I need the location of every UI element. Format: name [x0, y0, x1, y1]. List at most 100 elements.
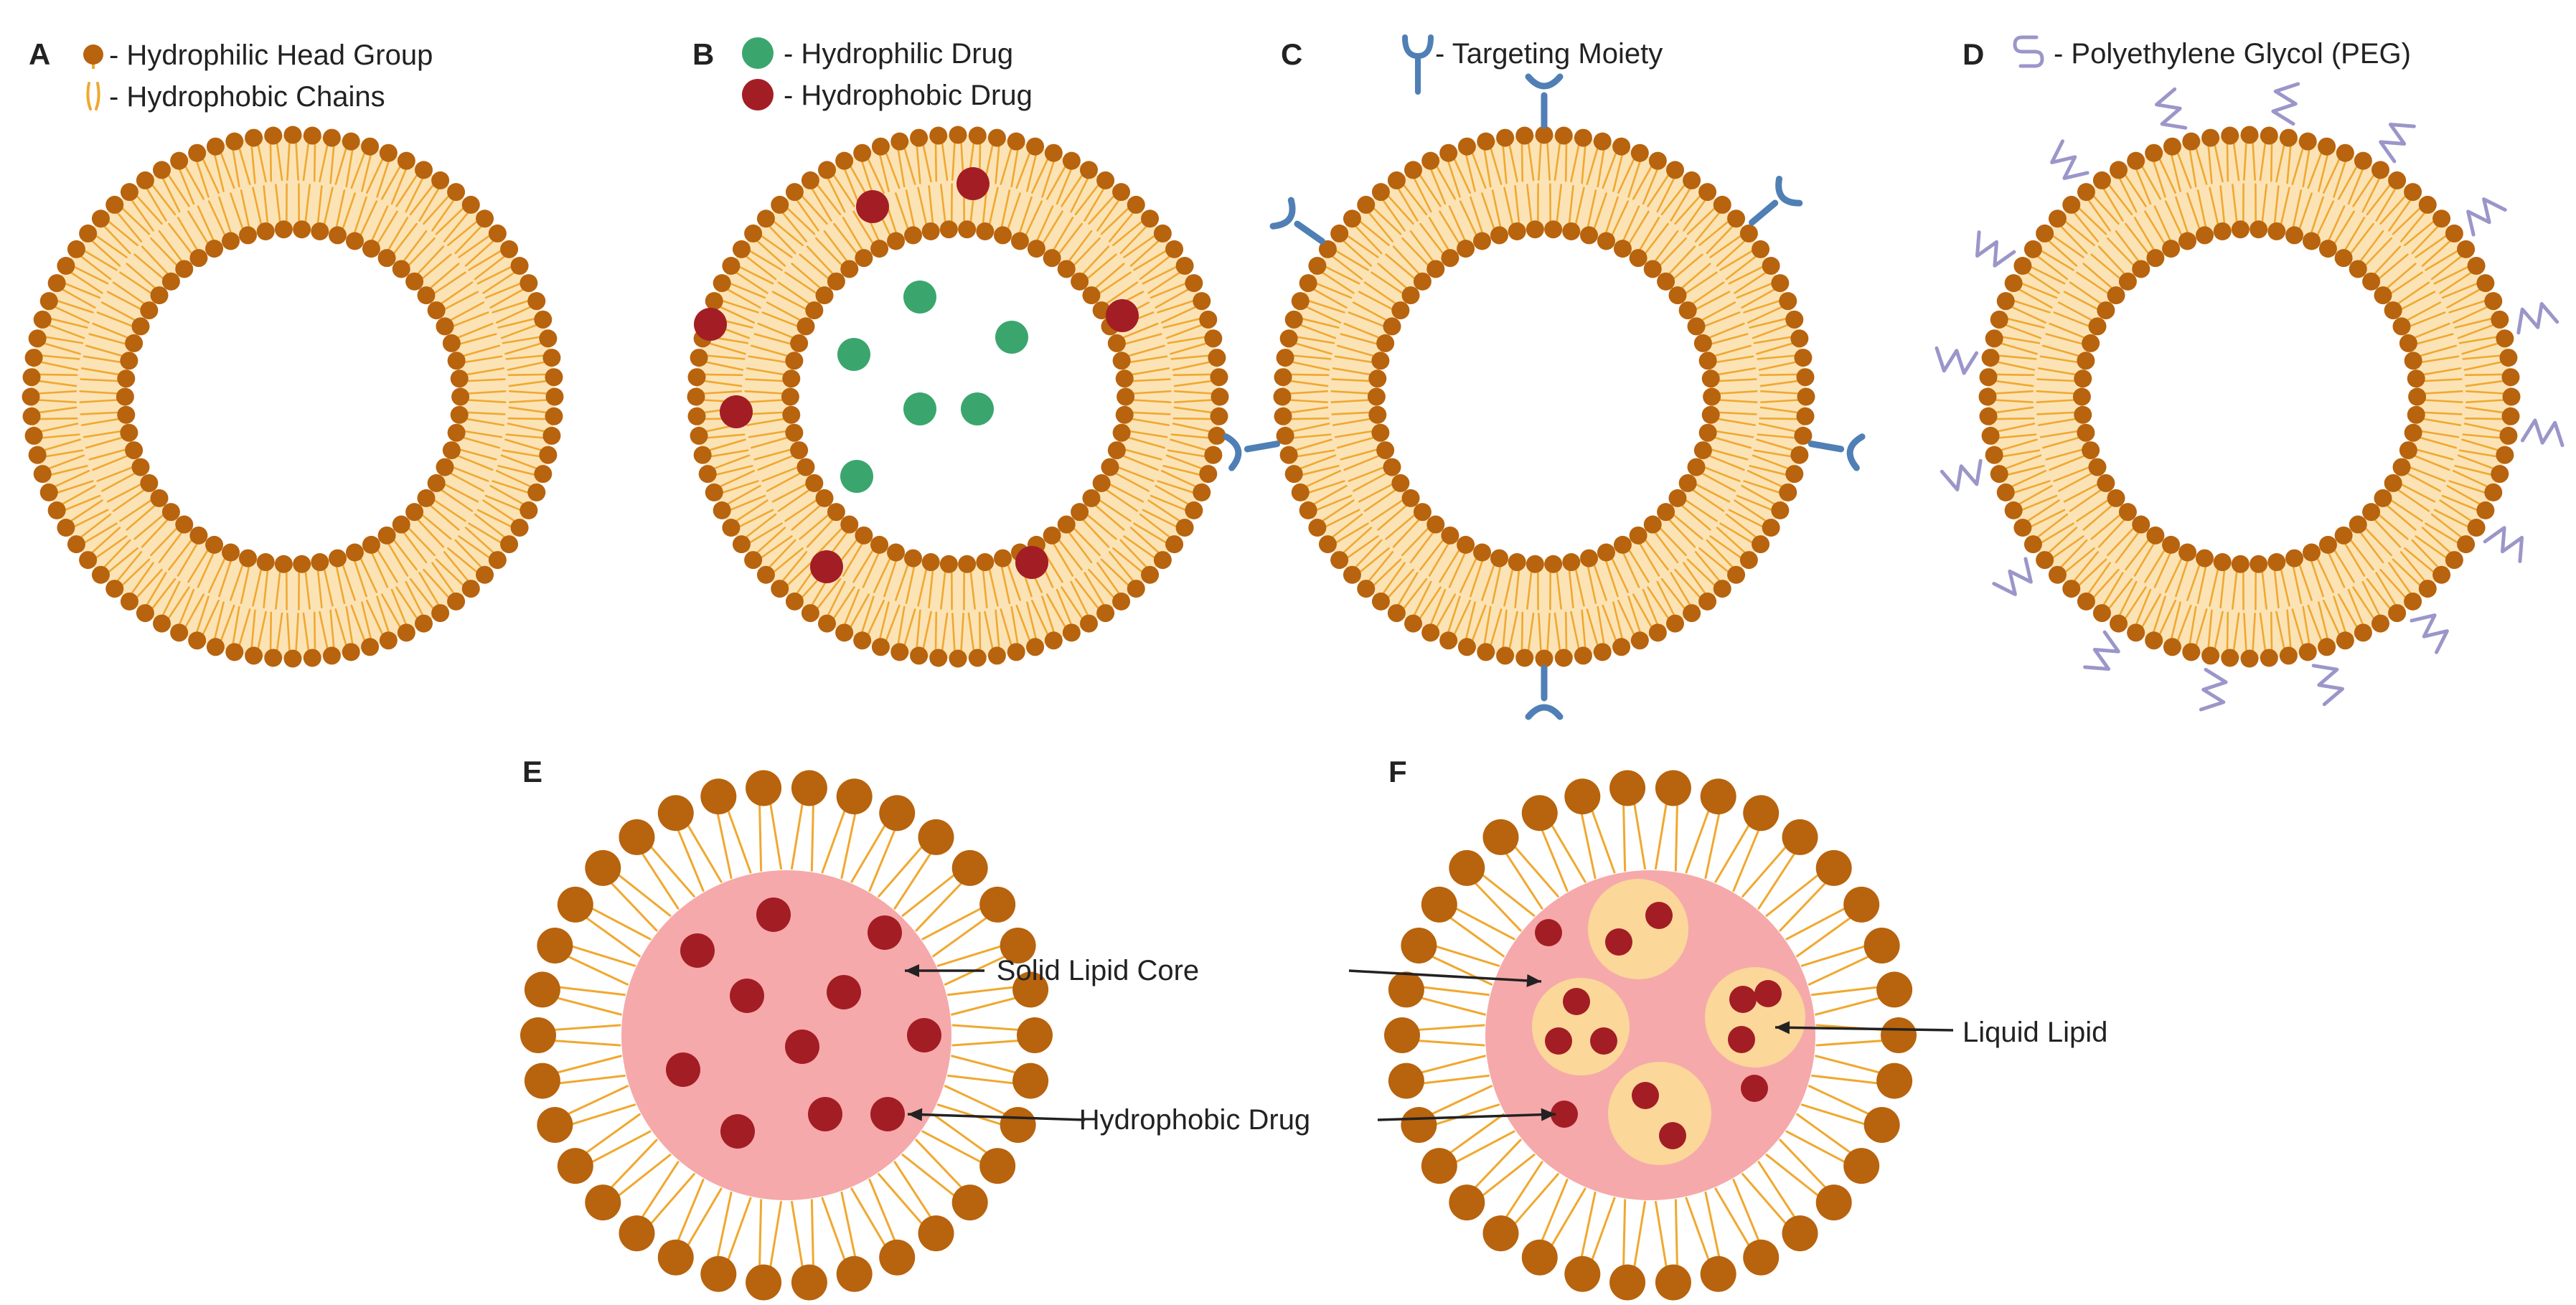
head-group [2318, 137, 2336, 156]
chain-line [334, 608, 347, 647]
chain-line [1330, 390, 1371, 395]
head-group [417, 489, 436, 507]
chain-line [1491, 189, 1502, 229]
chain-line [1810, 985, 1885, 997]
chain-line [917, 567, 928, 607]
chain-line [790, 1200, 805, 1274]
arrow-hydrophobic-drug-to-f [1377, 1113, 1556, 1121]
head-group [805, 474, 824, 492]
peg-chain [2520, 418, 2565, 448]
head-group [1204, 446, 1223, 464]
chain-line [468, 522, 503, 544]
chain-line [2196, 189, 2207, 229]
head-group [153, 161, 171, 179]
chain-line [941, 141, 949, 182]
chain-line [1307, 480, 1345, 494]
chain-line [94, 234, 128, 258]
chain-line [2051, 234, 2084, 258]
chain-line [795, 198, 819, 232]
head-group [1082, 286, 1101, 305]
head-group [713, 274, 731, 293]
chain-line [2298, 192, 2313, 230]
head-group [1985, 329, 2003, 348]
chain-line [2144, 210, 2166, 245]
head-group [1376, 441, 1395, 460]
chain-line [1289, 417, 1330, 420]
head-group [47, 501, 66, 519]
head-group [2354, 151, 2372, 170]
chain-line [1105, 281, 1139, 305]
chain-line [1147, 271, 1181, 294]
chain-line [1098, 499, 1132, 522]
chain-line [1691, 489, 1725, 512]
head-group [2110, 161, 2128, 179]
chain-line [1056, 167, 1073, 205]
chain-line [2270, 142, 2273, 182]
head-group [1193, 483, 1211, 501]
chain-line [2029, 509, 2066, 528]
head-group [2467, 257, 2486, 275]
head-group [140, 474, 159, 492]
head-group [1082, 489, 1101, 507]
head-group [987, 128, 1006, 147]
chain-line [922, 611, 932, 651]
head-group [1613, 535, 1632, 554]
head-group [545, 368, 563, 387]
chain-line [252, 187, 263, 226]
head-group [2013, 519, 2032, 537]
head-group [790, 334, 809, 352]
head-group [542, 349, 561, 367]
chain-line [1108, 211, 1135, 242]
chain-line [2144, 548, 2166, 583]
hydrophobic-drug [1741, 1075, 1768, 1102]
chain-line [1428, 217, 1450, 252]
chain-line [1800, 943, 1872, 967]
chain-line [476, 509, 513, 528]
chain-line [1112, 220, 1144, 247]
chain-line [1056, 588, 1073, 626]
chain-line [1741, 484, 1777, 506]
chain-line [862, 552, 880, 588]
hydrophobic-drug [1632, 1082, 1659, 1109]
head-group [1713, 580, 1731, 598]
chain-line [1371, 499, 1404, 522]
chain-line [715, 806, 733, 880]
chain-line [1490, 608, 1503, 647]
head-group [2201, 646, 2220, 665]
chain-line [1324, 265, 1360, 285]
head-group [1703, 387, 1721, 406]
chain-line [746, 367, 786, 376]
head-group [1593, 132, 1612, 151]
chain-line [1074, 183, 1100, 216]
chain-line [850, 819, 890, 883]
head-group [1790, 446, 1809, 464]
chain-line [799, 513, 830, 540]
chain-line [1295, 336, 1335, 344]
chain-line [130, 198, 154, 232]
chain-line [1481, 563, 1495, 601]
head-group [274, 555, 293, 573]
chain-line [295, 141, 299, 181]
head-group [921, 222, 940, 240]
head-group [2404, 592, 2422, 611]
head-group [1391, 474, 1410, 492]
head-group [283, 649, 302, 668]
head-group [1193, 292, 1211, 311]
hydrophilic-drug [840, 460, 873, 493]
head-group [1101, 458, 1119, 476]
head-group [1535, 649, 1553, 668]
chain-line [2045, 333, 2084, 345]
chain-line [2175, 559, 2189, 598]
chain-line [1483, 606, 1492, 646]
head-group [476, 565, 494, 584]
chain-line [2310, 559, 2324, 598]
chain-line [745, 378, 785, 382]
chain-line [759, 234, 793, 258]
chain-line [2352, 174, 2375, 207]
chain-line [2063, 483, 2100, 503]
chain-line [220, 604, 235, 642]
chain-line [1363, 489, 1397, 512]
chain-line [504, 342, 543, 355]
chain-line [2036, 378, 2077, 382]
